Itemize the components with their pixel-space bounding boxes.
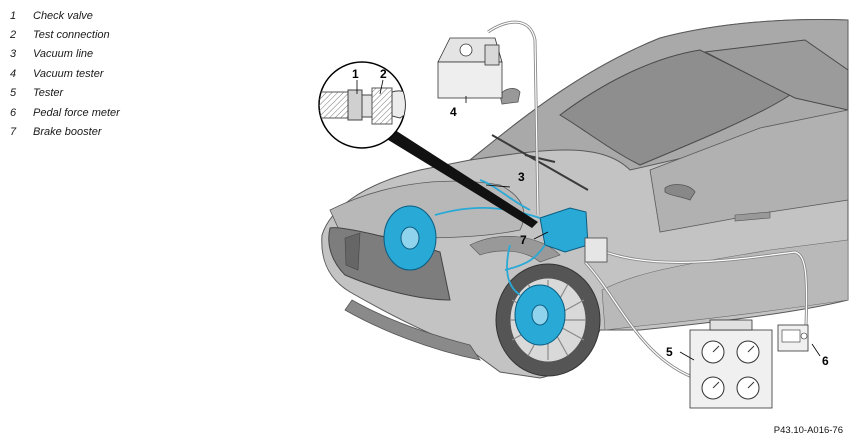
callout-6: 6 — [822, 354, 829, 368]
callout-7: 7 — [520, 233, 527, 247]
callout-3: 3 — [518, 170, 525, 184]
brake-components — [383, 205, 589, 346]
callout-5: 5 — [666, 345, 673, 359]
test-hoses-inner — [487, 21, 808, 381]
figure-reference: P43.10-A016-76 — [773, 425, 843, 436]
tester — [689, 319, 773, 409]
detail-magnifier — [318, 61, 538, 228]
adapter-block — [584, 237, 608, 263]
leader-lines — [465, 96, 821, 361]
pedal-force-meter — [777, 324, 809, 352]
vacuum-tester — [437, 37, 503, 99]
callout-1: 1 — [352, 67, 359, 81]
brake-lines — [434, 179, 546, 296]
callout-2: 2 — [380, 67, 387, 81]
callout-4: 4 — [450, 105, 457, 119]
car-body — [321, 19, 849, 379]
